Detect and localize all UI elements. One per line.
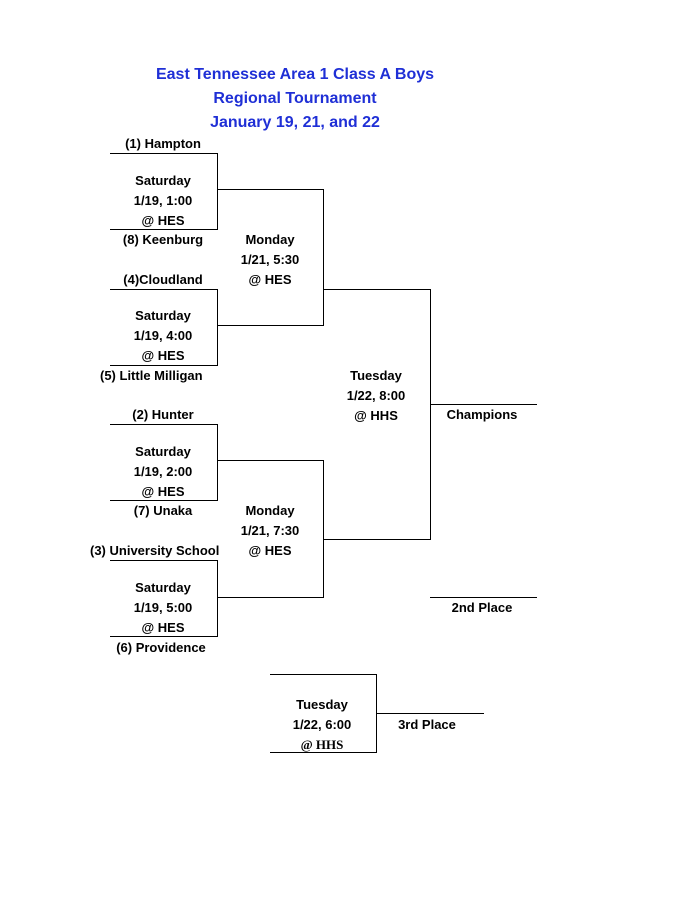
game-c-day: Saturday: [135, 444, 191, 459]
game-d-time: 1/19, 5:00: [133, 600, 193, 615]
semi-b-info: Monday 1/21, 7:30 @ HES: [215, 501, 325, 561]
winner-line-game-d: [217, 597, 323, 598]
third-game-day: Tuesday: [296, 697, 348, 712]
game-b-connector: [217, 289, 218, 366]
team-label-providence: (6) Providence: [116, 640, 206, 655]
winner-line-game-c: [217, 460, 323, 461]
game-c-connector: [217, 424, 218, 501]
bracket-dates: January 19, 21, and 22: [210, 114, 380, 131]
team-label-university-school: (3) University School: [90, 543, 220, 558]
champions-line: [430, 404, 537, 405]
semi-b-connector: [323, 460, 324, 598]
champions-label: Champions: [446, 407, 518, 422]
bracket-title: East Tennessee Area 1 Class A Boys: [155, 66, 435, 83]
team-line-cloudland: [110, 289, 217, 290]
game-b-site: @ HES: [141, 348, 185, 363]
team-line-unaka: [110, 500, 217, 501]
team-line-hampton: [110, 153, 217, 154]
semi-a-site: @ HES: [248, 272, 292, 287]
team-line-hunter: [110, 424, 217, 425]
team-label-little-milligan: (5) Little Milligan: [100, 368, 203, 383]
game-d-day: Saturday: [135, 580, 191, 595]
semi-a-time: 1/21, 5:30: [240, 252, 300, 267]
team-label-unaka: (7) Unaka: [133, 503, 193, 518]
game-c-time: 1/19, 2:00: [133, 464, 193, 479]
winner-line-semi-a: [323, 289, 430, 290]
winner-line-game-b: [217, 325, 323, 326]
winner-line-game-a: [217, 189, 323, 190]
team-label-cloudland: (4)Cloudland: [123, 272, 203, 287]
semi-b-day: Monday: [245, 503, 295, 518]
game-d-connector: [217, 560, 218, 637]
team-line-providence: [110, 636, 217, 637]
third-game-top-line: [270, 674, 376, 675]
third-game-bottom-line: [270, 752, 376, 753]
game-d-info: Saturday 1/19, 5:00 @ HES: [108, 578, 218, 638]
final-day: Tuesday: [350, 368, 402, 383]
final-info: Tuesday 1/22, 8:00 @ HHS: [321, 366, 431, 426]
semi-a-day: Monday: [245, 232, 295, 247]
game-a-site: @ HES: [141, 213, 185, 228]
final-time: 1/22, 8:00: [346, 388, 406, 403]
second-place-label: 2nd Place: [451, 600, 513, 615]
winner-line-semi-b: [323, 539, 430, 540]
final-site: @ HHS: [354, 408, 398, 423]
team-label-hampton: (1) Hampton: [125, 136, 201, 151]
team-label-hunter: (2) Hunter: [132, 407, 194, 422]
third-game-site: @ HHS: [300, 737, 344, 752]
second-place-line: [430, 597, 537, 598]
game-c-site: @ HES: [141, 484, 185, 499]
third-place-line: [376, 713, 484, 714]
game-a-day: Saturday: [135, 173, 191, 188]
team-line-university-school: [110, 560, 217, 561]
game-b-day: Saturday: [135, 308, 191, 323]
final-connector: [430, 289, 431, 540]
third-game-info: Tuesday 1/22, 6:00 @ HHS: [267, 695, 377, 755]
team-line-keenburg: [110, 229, 217, 230]
game-a-time: 1/19, 1:00: [133, 193, 193, 208]
team-line-little-milligan: [110, 365, 217, 366]
team-label-keenburg: (8) Keenburg: [122, 232, 204, 247]
game-b-info: Saturday 1/19, 4:00 @ HES: [108, 306, 218, 366]
semi-b-site: @ HES: [248, 543, 292, 558]
game-a-connector: [217, 153, 218, 230]
semi-a-info: Monday 1/21, 5:30 @ HES: [215, 230, 325, 290]
semi-b-time: 1/21, 7:30: [240, 523, 300, 538]
game-b-time: 1/19, 4:00: [133, 328, 193, 343]
game-d-site: @ HES: [141, 620, 185, 635]
semi-a-connector: [323, 189, 324, 326]
third-game-time: 1/22, 6:00: [292, 717, 352, 732]
third-place-label: 3rd Place: [398, 717, 456, 732]
game-c-info: Saturday 1/19, 2:00 @ HES: [108, 442, 218, 502]
bracket-subtitle: Regional Tournament: [213, 90, 377, 107]
game-a-info: Saturday 1/19, 1:00 @ HES: [108, 171, 218, 231]
